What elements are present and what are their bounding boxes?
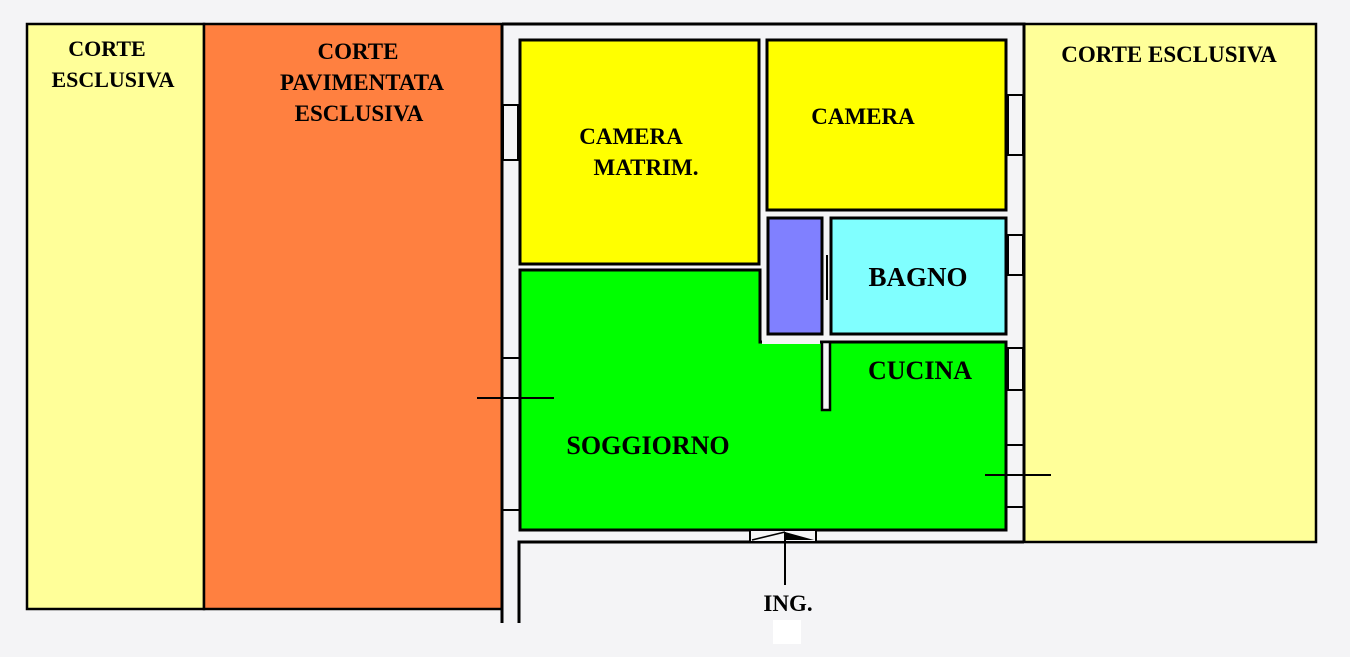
- label-cucina: CUCINA: [868, 356, 972, 385]
- corridor-opening: [762, 340, 820, 344]
- entrance-marker: [773, 620, 801, 644]
- room-soggiorno-cucina: [518, 268, 1008, 532]
- room-camera-matrimoniale: [518, 38, 761, 266]
- label-pavimentata-1: CORTE: [318, 39, 399, 64]
- label-soggiorno: SOGGIORNO: [566, 431, 729, 460]
- label-camera: CAMERA: [811, 104, 915, 129]
- room-disimpegno: [766, 216, 824, 336]
- label-pavimentata-2: PAVIMENTATA: [280, 70, 444, 95]
- entrance-door[interactable]: [749, 529, 817, 585]
- corte-esclusiva-left: [25, 22, 206, 611]
- label-bagno: BAGNO: [868, 262, 967, 292]
- room-bagno: [829, 216, 1008, 336]
- label-corte-right: CORTE ESCLUSIVA: [1061, 42, 1277, 67]
- room-camera: [765, 38, 1008, 212]
- corte-esclusiva-right: [1022, 22, 1318, 544]
- corte-pavimentata-esclusiva: [202, 22, 504, 611]
- label-pavimentata-3: ESCLUSIVA: [295, 101, 424, 126]
- label-camera-matrim-1: CAMERA: [579, 124, 683, 149]
- label-ingresso: ING.: [763, 591, 812, 616]
- label-corte-left-1: CORTE: [68, 36, 145, 61]
- label-corte-left-2: ESCLUSIVA: [51, 67, 174, 92]
- windows: [502, 94, 1024, 511]
- label-camera-matrim-2: MATRIM.: [594, 155, 699, 180]
- partition-wall: [820, 340, 832, 412]
